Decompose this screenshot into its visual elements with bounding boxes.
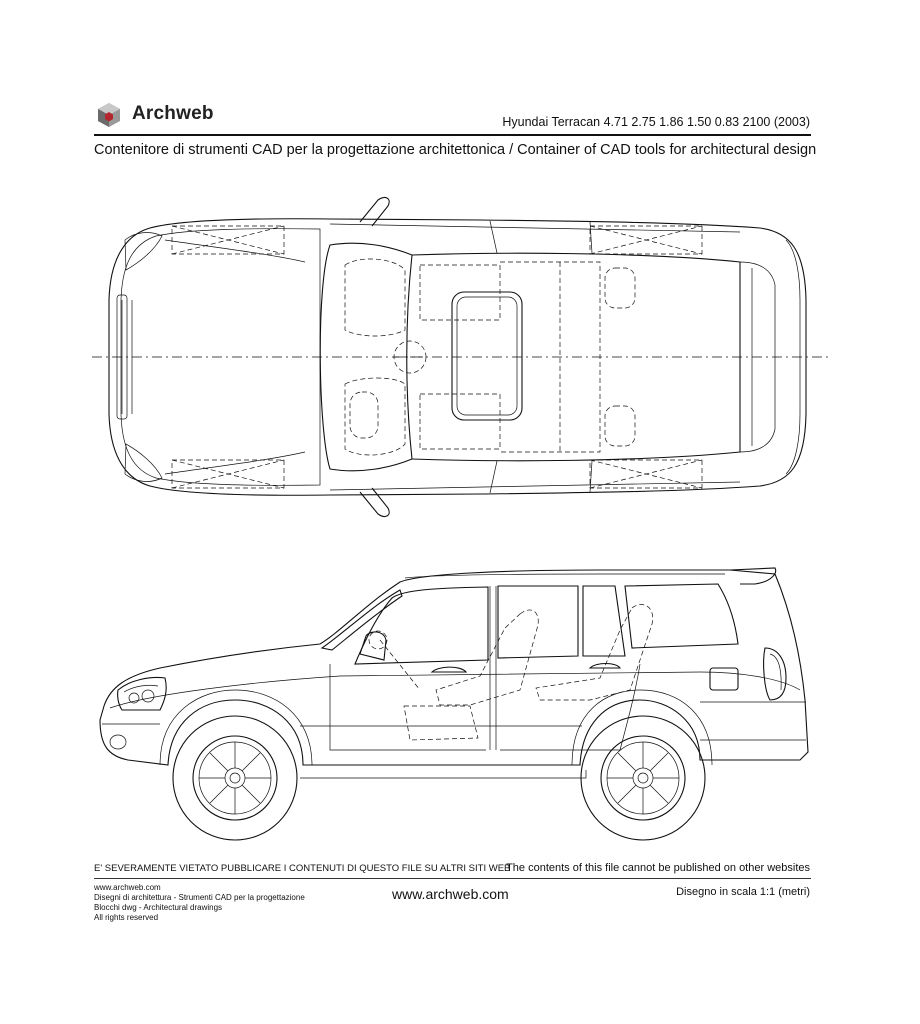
tagline: Contenitore di strumenti CAD per la prog… — [94, 142, 817, 158]
side-view — [99, 567, 809, 841]
info-line: www.archweb.com — [94, 883, 161, 892]
brand-name: Archweb — [132, 103, 214, 124]
scale-note: Disegno in scala 1:1 (metri) — [676, 886, 810, 898]
footer-info: www.archweb.com Disegni di architettura … — [94, 883, 305, 923]
info-line: All rights reserved — [94, 913, 159, 922]
archweb-logo-icon — [98, 103, 120, 127]
header-divider — [94, 134, 811, 136]
warning-english: The contents of this file cannot be publ… — [506, 862, 810, 874]
info-line: Disegni di architettura - Strumenti CAD … — [94, 893, 305, 902]
info-line: Blocchi dwg - Architectural drawings — [94, 903, 223, 912]
footer-divider — [94, 878, 811, 879]
top-view — [92, 197, 830, 517]
warning-italian: E' SEVERAMENTE VIETATO PUBBLICARE I CONT… — [94, 863, 511, 874]
model-info: Hyundai Terracan 4.71 2.75 1.86 1.50 0.8… — [502, 115, 810, 129]
website-link[interactable]: www.archweb.com — [392, 886, 509, 902]
